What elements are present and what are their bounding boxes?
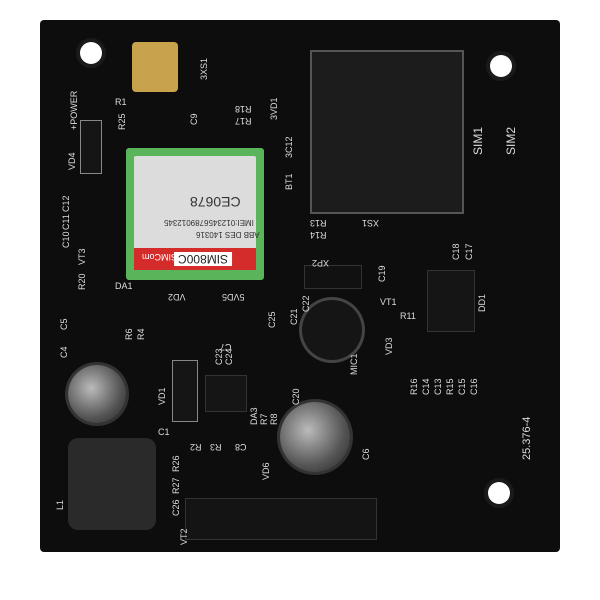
label: R7 — [259, 413, 269, 425]
label: DD1 — [477, 293, 487, 312]
label: C9 — [189, 113, 199, 125]
label: C22 — [301, 295, 311, 312]
label: C15 — [457, 378, 467, 395]
sim-card-holder — [310, 50, 464, 214]
board-number: 25.376-4 — [521, 416, 533, 460]
label: VD1 — [157, 387, 167, 405]
label: C26 — [171, 499, 181, 516]
diode-vd4 — [80, 120, 102, 174]
capacitor-c6 — [280, 402, 350, 472]
pcb-board: CE0678 IMEI:0123456789012345 ABB DES 140… — [40, 20, 560, 552]
capacitor-c1 — [68, 365, 126, 423]
label: R17 — [235, 116, 252, 126]
diode-vd1 — [172, 360, 198, 422]
label: R1 — [115, 97, 127, 107]
label: XS1 — [362, 218, 380, 228]
label: +POWER — [69, 90, 79, 130]
ic-dd1 — [427, 270, 475, 332]
abb-text: ABB DES 140316 — [196, 230, 260, 239]
label: VD3 — [384, 337, 394, 355]
mounting-hole — [490, 55, 512, 77]
label: C20 — [291, 388, 301, 405]
label: R4 — [136, 328, 146, 340]
label: L1 — [55, 499, 65, 510]
label: VD2 — [168, 292, 186, 302]
label: R3 — [210, 442, 222, 452]
label: SIM2 — [504, 126, 518, 155]
label: C18 — [451, 243, 461, 260]
label: VT1 — [380, 297, 397, 307]
label: C17 — [464, 243, 474, 260]
label: C5 — [59, 318, 69, 330]
label: C12 — [61, 195, 71, 212]
label: C10 — [61, 231, 71, 248]
label: DA3 — [249, 407, 259, 425]
label: BT1 — [284, 173, 294, 190]
brand-logo: SIMCom — [142, 252, 178, 262]
module-shield: CE0678 IMEI:0123456789012345 ABB DES 140… — [134, 156, 260, 270]
ce-mark: CE0678 — [190, 194, 241, 210]
pin-header — [185, 498, 377, 540]
label: C4 — [59, 346, 69, 358]
label: C23 — [214, 348, 224, 365]
label: C8 — [235, 442, 247, 452]
label: R2 — [190, 442, 202, 452]
label: VT3 — [77, 248, 87, 265]
label: DA1 — [115, 281, 133, 291]
label: R27 — [171, 477, 181, 494]
label: SIM1 — [471, 126, 485, 155]
antenna-connector — [132, 42, 178, 92]
inductor-l1 — [68, 438, 156, 530]
label: C11 — [61, 214, 71, 230]
label: C16 — [469, 378, 479, 395]
label: MIC1 — [349, 353, 359, 375]
label: 3C12 — [284, 136, 294, 158]
label: R26 — [171, 455, 181, 472]
label: R13 — [310, 218, 327, 228]
label: 3VD1 — [269, 97, 279, 120]
label: R11 — [400, 311, 416, 321]
mounting-hole — [488, 482, 510, 504]
label: R20 — [77, 273, 87, 290]
label: R25 — [117, 113, 127, 130]
label: C14 — [421, 378, 431, 395]
label: C24 — [224, 348, 234, 365]
label: R14 — [310, 230, 327, 240]
label: VT2 — [179, 528, 189, 545]
label: C21 — [289, 308, 299, 325]
label: C25 — [267, 311, 277, 328]
label: XP2 — [312, 258, 330, 268]
label: R18 — [235, 104, 252, 114]
label: C19 — [377, 265, 387, 282]
module-model: SIM800C — [174, 252, 233, 266]
label: R15 — [445, 378, 455, 395]
gsm-module: CE0678 IMEI:0123456789012345 ABB DES 140… — [126, 148, 264, 280]
header-xp2 — [304, 265, 362, 289]
label: C1 — [158, 427, 170, 437]
imei-text: IMEI:0123456789012345 — [164, 218, 254, 227]
label: VD6 — [261, 462, 271, 480]
label: R8 — [269, 413, 279, 425]
label: R16 — [409, 378, 419, 395]
label: C6 — [361, 448, 371, 460]
label: VD4 — [67, 152, 77, 170]
ic-da3 — [205, 375, 247, 412]
label: 3XS1 — [199, 57, 209, 80]
label: C13 — [433, 378, 443, 395]
mounting-hole — [80, 42, 102, 64]
label: 5VD5 — [222, 292, 245, 302]
microphone-mic1 — [302, 300, 362, 360]
label: R6 — [124, 328, 134, 340]
